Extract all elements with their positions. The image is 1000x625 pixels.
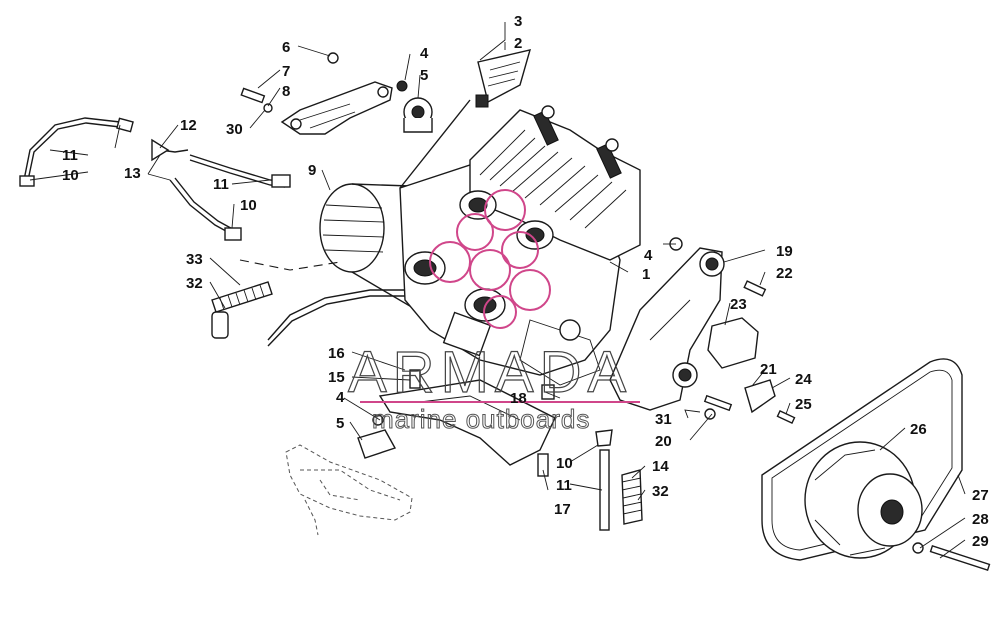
callout-5: 5 (420, 67, 428, 84)
callout-10: 10 (62, 167, 79, 184)
callout-15: 15 (328, 369, 345, 386)
part-front-mount-plate (609, 237, 767, 411)
watermark: ARMADA marine outboards (347, 189, 640, 435)
callout-10: 10 (556, 455, 573, 472)
callout-12: 12 (180, 117, 197, 134)
callout-16: 16 (328, 345, 345, 362)
callout-labels: 1 2 3 4 4 4 5 5 6 7 8 9 10 10 10 11 11 1… (62, 13, 989, 550)
callout-22: 22 (776, 265, 793, 282)
callout-32: 32 (652, 483, 669, 500)
part-fuel-lines (19, 117, 291, 241)
callout-14: 14 (652, 458, 669, 475)
callout-5: 5 (336, 415, 344, 432)
callout-28: 28 (972, 511, 989, 528)
callout-6: 6 (282, 39, 290, 56)
callout-29: 29 (972, 533, 989, 550)
part-drive-belt (761, 358, 963, 561)
callout-19: 19 (776, 243, 793, 260)
part-springs-32-33 (211, 281, 273, 339)
part-mount-bracket-8 (240, 52, 393, 135)
callout-4: 4 (644, 247, 653, 264)
callout-33: 33 (186, 251, 203, 268)
callout-10: 10 (240, 197, 257, 214)
callout-9: 9 (308, 162, 316, 179)
callout-2: 2 (514, 35, 522, 52)
chassis-outline (285, 444, 413, 536)
callout-25: 25 (795, 396, 812, 413)
watermark-tagline: marine outboards (372, 404, 590, 434)
callout-21: 21 (760, 361, 777, 378)
callout-26: 26 (910, 421, 927, 438)
watermark-logo (429, 189, 551, 329)
part-cover-23 (707, 317, 759, 369)
part-bracket-21-24 (703, 379, 796, 425)
part-impulse-line (267, 289, 405, 347)
callout-32: 32 (186, 275, 203, 292)
callout-8: 8 (282, 83, 290, 100)
watermark-brand: ARMADA (348, 340, 632, 405)
callout-24: 24 (795, 371, 812, 388)
part-drive-clutch (804, 441, 991, 572)
callout-11: 11 (62, 147, 78, 164)
callout-18: 18 (510, 390, 527, 407)
callout-20: 20 (655, 433, 672, 450)
callout-23: 23 (730, 296, 747, 313)
part-vent-hose (595, 429, 643, 531)
callout-17: 17 (554, 501, 571, 518)
callout-30: 30 (226, 121, 243, 138)
callout-31: 31 (655, 411, 672, 428)
callout-13: 13 (124, 165, 141, 182)
callout-1: 1 (642, 266, 650, 283)
part-magneto-dash (239, 259, 341, 271)
callout-4: 4 (336, 389, 345, 406)
callout-7: 7 (282, 63, 290, 80)
callout-3: 3 (514, 13, 522, 30)
part-damper-5 (396, 80, 433, 133)
callout-11: 11 (213, 176, 229, 193)
leader-lines (29, 22, 966, 559)
part-starter-handle (475, 49, 531, 108)
callout-11: 11 (556, 477, 572, 494)
callout-4: 4 (420, 45, 429, 62)
callout-27: 27 (972, 487, 989, 504)
